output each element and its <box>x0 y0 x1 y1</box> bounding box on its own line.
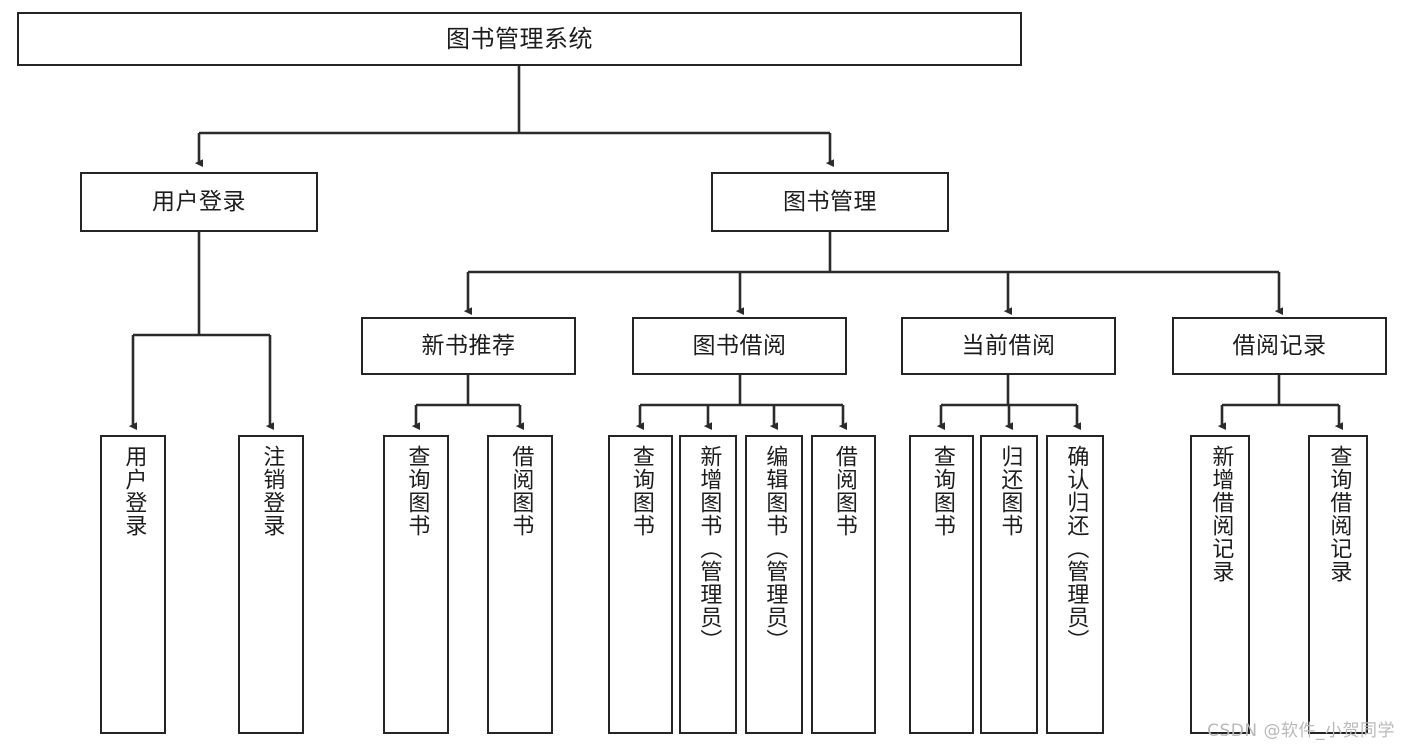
leaf-node-query-book-borrow[interactable]: 查询图书 <box>608 435 673 734</box>
node-label: 图书借阅 <box>692 332 787 359</box>
node-label: 用户登录 <box>121 445 147 537</box>
node-label: 借阅记录 <box>1232 332 1327 359</box>
csdn-watermark: CSDN @软件_小贺同学 <box>1207 721 1395 741</box>
node-label: 新书推荐 <box>421 332 516 359</box>
node-book-manage[interactable]: 图书管理 <box>711 172 949 232</box>
leaf-node-borrow-book-recommend[interactable]: 借阅图书 <box>487 435 553 734</box>
leaf-node-confirm-return[interactable]: 确认归还（管理员） <box>1046 435 1104 734</box>
node-borrow-record[interactable]: 借阅记录 <box>1172 317 1387 375</box>
node-label: 新增借阅记录 <box>1208 445 1234 583</box>
leaf-node-query-book-recommend[interactable]: 查询图书 <box>383 435 449 734</box>
leaf-node-query-book-current[interactable]: 查询图书 <box>909 435 974 734</box>
node-label: 当前借阅 <box>961 332 1056 359</box>
node-current-borrow[interactable]: 当前借阅 <box>901 317 1116 375</box>
node-book-management-system[interactable]: 图书管理系统 <box>17 12 1022 66</box>
node-label: 确认归还（管理员） <box>1063 445 1089 652</box>
leaf-node-borrow-book[interactable]: 借阅图书 <box>811 435 876 734</box>
node-label: 查询图书 <box>404 445 430 537</box>
leaf-node-edit-book[interactable]: 编辑图书（管理员） <box>745 435 803 734</box>
leaf-node-query-borrow-record[interactable]: 查询借阅记录 <box>1308 435 1368 734</box>
node-label: 借阅图书 <box>831 445 857 537</box>
node-label: 查询借阅记录 <box>1326 445 1352 583</box>
leaf-node-add-borrow-record[interactable]: 新增借阅记录 <box>1190 435 1250 734</box>
node-book-borrow[interactable]: 图书借阅 <box>632 317 847 375</box>
node-label: 查询图书 <box>628 445 654 537</box>
node-label: 注销登录 <box>259 445 285 537</box>
node-label: 图书管理 <box>783 188 877 215</box>
node-label: 图书管理系统 <box>446 25 593 53</box>
leaf-node-return-book[interactable]: 归还图书 <box>980 435 1038 734</box>
node-label: 新增图书（管理员） <box>696 445 722 652</box>
node-user-login[interactable]: 用户登录 <box>80 172 318 232</box>
leaf-node-add-book[interactable]: 新增图书（管理员） <box>679 435 737 734</box>
leaf-node-logout[interactable]: 注销登录 <box>238 435 304 734</box>
node-label: 归还图书 <box>997 445 1023 537</box>
node-label: 用户登录 <box>152 188 246 215</box>
node-label: 借阅图书 <box>508 445 534 537</box>
node-new-book-recommend[interactable]: 新书推荐 <box>361 317 576 375</box>
node-label: 查询图书 <box>929 445 955 537</box>
leaf-node-user-login[interactable]: 用户登录 <box>100 435 166 734</box>
node-label: 编辑图书（管理员） <box>762 445 788 652</box>
